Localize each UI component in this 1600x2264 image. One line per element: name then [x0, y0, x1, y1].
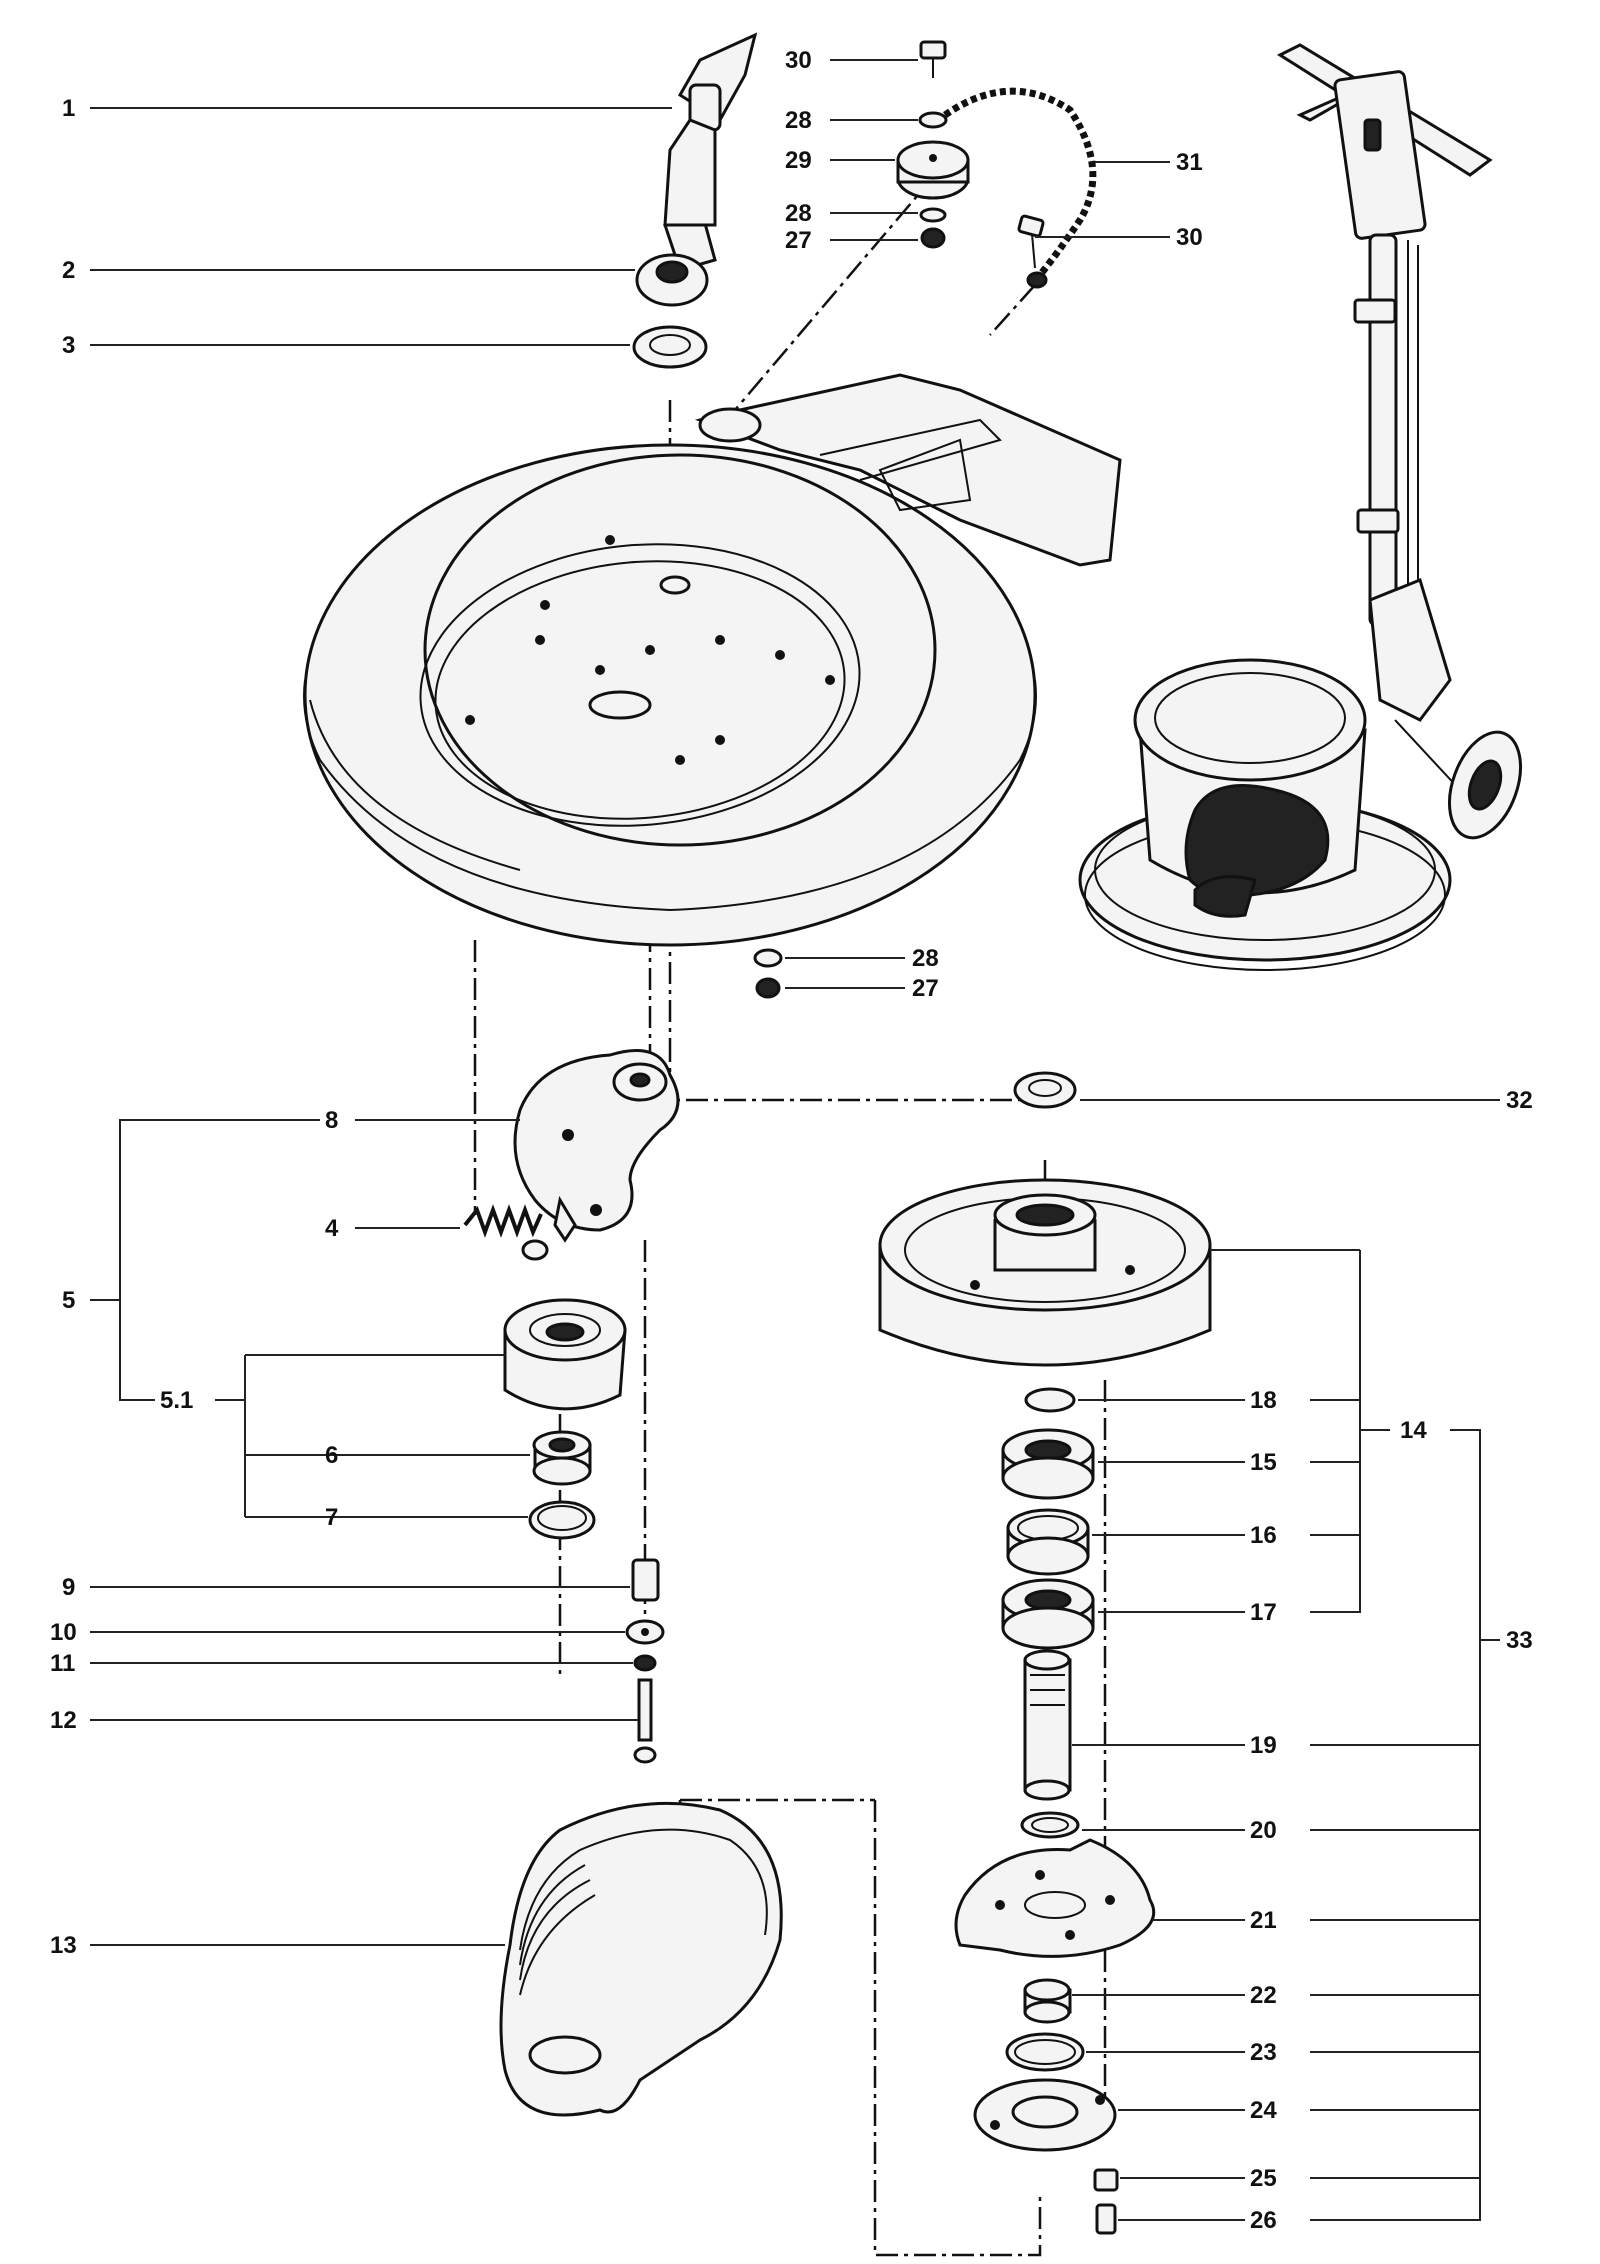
callout-7: 7 [325, 1504, 338, 1531]
part-27-nut-bottom [755, 977, 781, 999]
callout-5: 5 [62, 1287, 75, 1314]
callout-27-bottom: 27 [912, 975, 939, 1002]
callout-9: 9 [62, 1574, 75, 1601]
part-29-cap [896, 140, 970, 200]
part-8-idler-arm [513, 1049, 680, 1243]
part-12-bolt [633, 1678, 657, 1764]
part-24-cover-plate [973, 2078, 1117, 2152]
callout-31: 31 [1176, 149, 1203, 176]
part-28-washer-mid [919, 207, 947, 223]
callout-22: 22 [1250, 1982, 1277, 2009]
part-11-washer [633, 1654, 657, 1672]
callout-18: 18 [1250, 1387, 1277, 1414]
callout-12: 12 [50, 1707, 77, 1734]
part-2-nut [635, 253, 709, 307]
callout-24: 24 [1250, 2097, 1277, 2124]
callout-17: 17 [1250, 1599, 1277, 1626]
callout-10: 10 [50, 1619, 77, 1646]
part-15-bearing [1001, 1428, 1095, 1500]
callout-16: 16 [1250, 1522, 1277, 1549]
part-23-ring [1005, 2032, 1085, 2072]
callout-21: 21 [1250, 1907, 1277, 1934]
part-4-spring [463, 1204, 549, 1261]
part-7-ring [528, 1500, 596, 1540]
callout-11: 11 [50, 1650, 75, 1677]
part-1-lever [663, 32, 758, 272]
callout-5-1: 5.1 [160, 1387, 193, 1414]
part-28-washer-bottom [753, 948, 783, 968]
callout-15: 15 [1250, 1449, 1277, 1476]
callout-4: 4 [325, 1215, 339, 1242]
part-27-nut-top [920, 227, 946, 249]
callout-1: 1 [62, 95, 75, 122]
callout-28-mid: 28 [785, 200, 812, 227]
callout-26: 26 [1250, 2207, 1277, 2234]
callout-25: 25 [1250, 2165, 1277, 2192]
part-20-ring [1020, 1811, 1080, 1839]
part-16-spacer [1006, 1508, 1090, 1576]
part-18-ring [1024, 1387, 1076, 1413]
part-6-bearing [532, 1430, 592, 1486]
part-26-bolt [1095, 2203, 1117, 2235]
part-28-washer-top [918, 111, 948, 129]
callout-28-top: 28 [785, 107, 812, 134]
part-3-washer [632, 325, 708, 369]
callout-2: 2 [62, 257, 75, 284]
callout-13: 13 [50, 1932, 77, 1959]
callout-30-right: 30 [1176, 224, 1203, 251]
callout-14: 14 [1400, 1417, 1427, 1444]
part-14-drive-pulley [878, 1178, 1212, 1367]
callout-8: 8 [325, 1107, 338, 1134]
leader-lines [90, 59, 1500, 2221]
base-hood [303, 373, 1122, 947]
part-22-bushing [1023, 1978, 1072, 2024]
part-5.1-pulley [503, 1298, 627, 1411]
floor-machine-illustration [1078, 43, 1522, 971]
callout-23: 23 [1250, 2039, 1277, 2066]
part-10-washer [625, 1619, 665, 1645]
callout-29: 29 [785, 147, 812, 174]
part-32-washer [1013, 1071, 1077, 1109]
part-21-flange-plate [954, 1838, 1156, 1958]
part-30-screw-right [1017, 214, 1048, 289]
callout-20: 20 [1250, 1817, 1277, 1844]
callout-27-top: 27 [785, 227, 812, 254]
callout-19: 19 [1250, 1732, 1277, 1759]
callout-labels: 1 2 3 30 28 29 28 27 31 30 28 27 32 8 4 … [50, 47, 1533, 2234]
part-25-nut [1093, 2168, 1119, 2192]
part-17-bearing [1001, 1578, 1095, 1650]
part-19-shaft [1023, 1649, 1072, 1801]
part-31-chain [943, 87, 1097, 278]
callout-30-top: 30 [785, 47, 812, 74]
part-30-screw-top [919, 40, 947, 78]
group-brackets [90, 1119, 1500, 2221]
part-13-belt [499, 1801, 783, 2117]
part-9-sleeve [631, 1558, 660, 1602]
callout-3: 3 [62, 332, 75, 359]
callout-33: 33 [1506, 1627, 1533, 1654]
callout-6: 6 [325, 1442, 338, 1469]
callout-32: 32 [1506, 1087, 1533, 1114]
callout-28-bottom: 28 [912, 945, 939, 972]
